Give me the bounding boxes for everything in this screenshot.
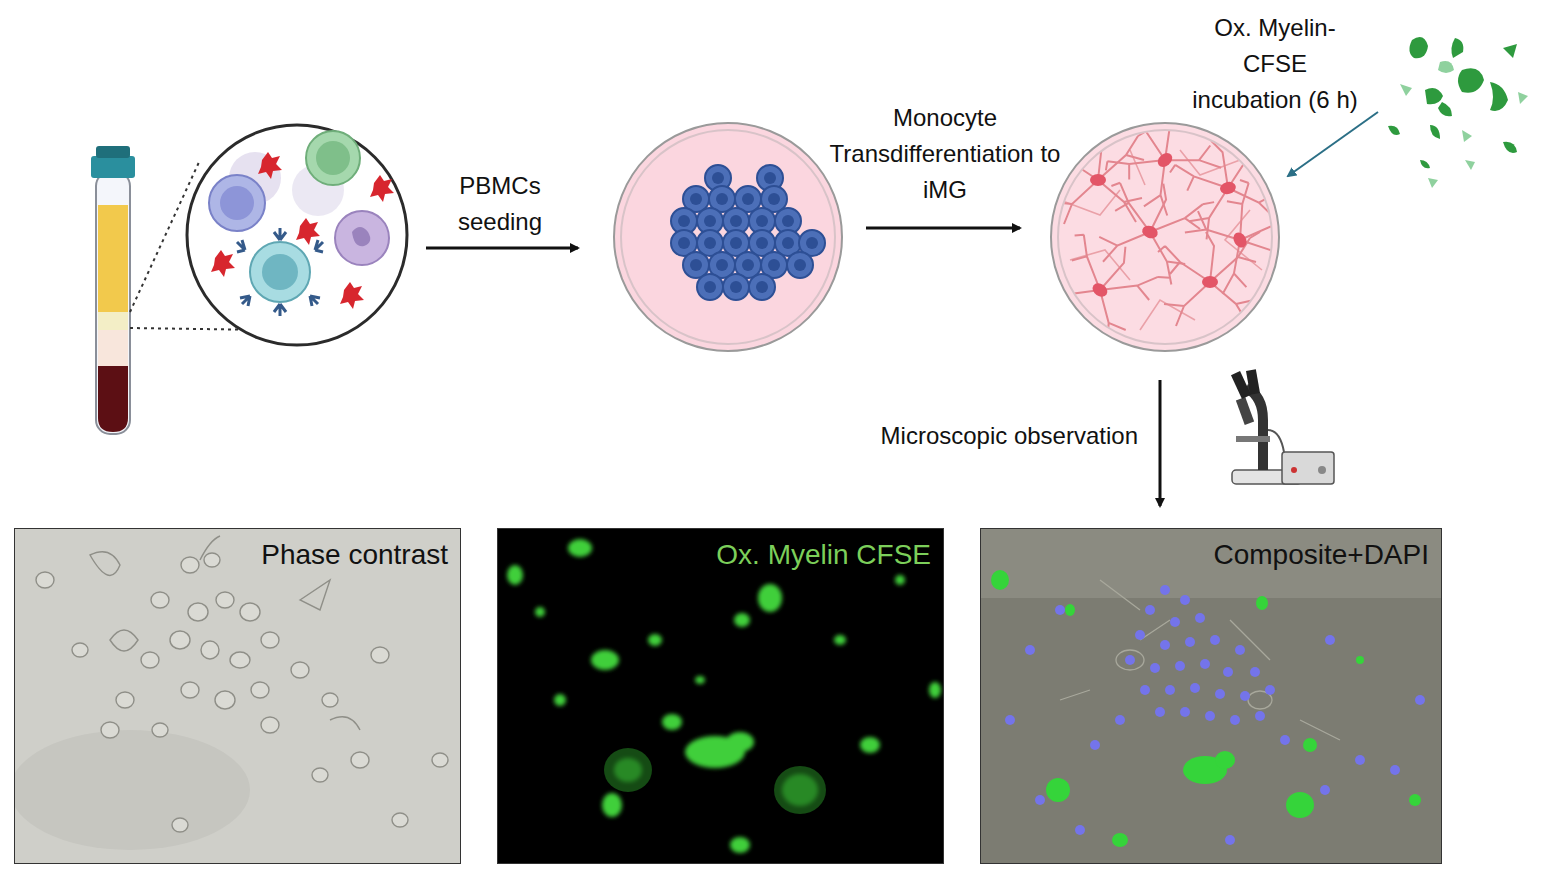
myelin-arrow [1288,112,1378,176]
arrow-label: Monocyte Transdifferentiation to iMG [810,100,1080,208]
arrow-label: PBMCs seeding [420,168,580,240]
phase-contrast-image [14,528,461,864]
blood-tube [91,146,135,434]
microscope-icon [1231,369,1334,484]
fluorescence-image [497,528,944,864]
pbmc-dish [614,123,842,351]
image-panel: Phase contrast [14,528,461,864]
process-arrows [426,228,1160,506]
panel-title: Ox. Myelin CFSE [716,539,931,571]
step-label: Ox. Myelin- CFSE incubation (6 h) [1185,10,1365,118]
composite-image [980,528,1442,864]
image-panel: Ox. Myelin CFSE [497,528,944,864]
arrow-label: Microscopic observation [790,418,1138,454]
panel-title: Phase contrast [261,539,448,571]
image-panel: Composite+DAPI [980,528,1442,864]
panel-title: Composite+DAPI [1213,539,1429,571]
myelin-fragments [1388,37,1528,188]
microglia-dish [1032,90,1308,355]
pbmc-zoom [187,125,407,345]
